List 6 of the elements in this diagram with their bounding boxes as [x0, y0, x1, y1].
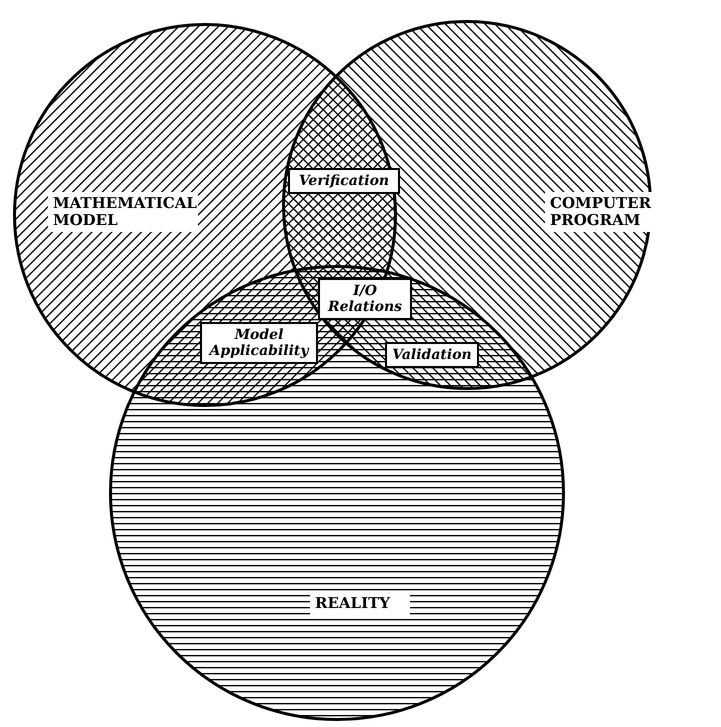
overlap-label: Verification: [288, 168, 400, 194]
overlap-label: Model Applicability: [200, 322, 318, 364]
overlap-label: Validation: [385, 342, 479, 368]
overlap-label: I/O Relations: [318, 278, 412, 320]
circle-label: MATHEMATICAL MODEL: [48, 192, 198, 232]
circle-label: REALITY: [310, 592, 410, 615]
